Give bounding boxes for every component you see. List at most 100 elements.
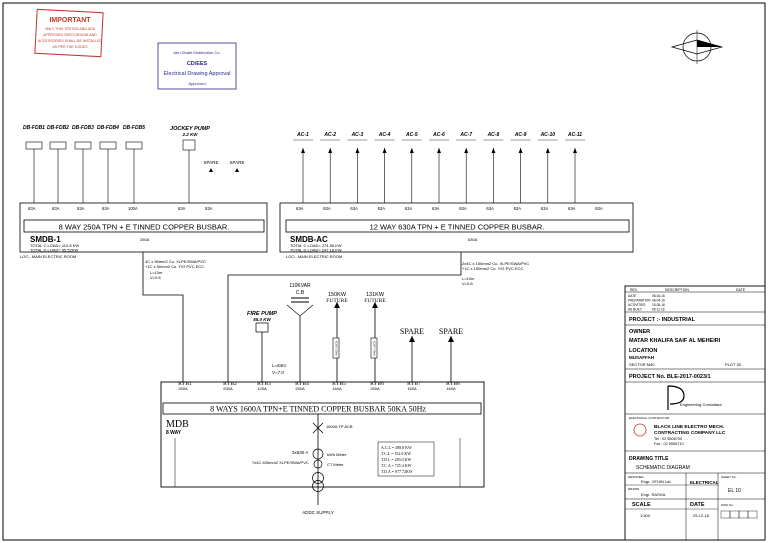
mdb-breaker-rating: 160A — [446, 386, 456, 391]
smdb1-spare-label: SPARE — [230, 160, 245, 165]
approval-stamp: Abu Dhabi Distribution Co. CD/EES Electr… — [157, 42, 237, 90]
pad-locks: PAD LOCK PAD LOCK — [332, 337, 378, 359]
smdb1-cable: 4C x 95mm2 Cu. XLPE/SWA/PVC — [145, 259, 206, 264]
smdbac-breaker-rating: 63A — [432, 206, 440, 211]
mdb-breaker-rating: 250A — [178, 386, 188, 391]
mdb-outgoing-circuits — [261, 302, 454, 382]
ac-arrow-icon — [518, 148, 523, 153]
db-icon — [99, 141, 117, 150]
mdb-breaker-rating: 250A — [295, 386, 305, 391]
smdb1-load1: TOTAL C.LOAD= 110.8 KW — [30, 243, 79, 248]
sub-main-feeders — [142, 252, 462, 382]
spare1-label: SPARE — [400, 327, 424, 336]
smdbac-cable-notes: 2x4C x 150mm2 Cu. XLPE/SWA/PVC +1C x 150… — [462, 261, 529, 286]
ac-feeder-label: AC-9 — [514, 132, 527, 138]
department: ELECTRICAL — [690, 480, 719, 485]
approval-code: CD/EES — [187, 61, 208, 67]
ac-feeder-label: AC-3 — [351, 132, 364, 138]
date-label: DATE — [690, 502, 705, 508]
kwh-meter-label: kWh Meter — [327, 452, 347, 457]
owner-label: OWNER — [629, 329, 650, 335]
mdb-circuit-ryb: RYB6 — [370, 381, 384, 387]
supply-label: ADDC SUPPLY — [302, 510, 333, 515]
scale-value: 1:500 — [640, 513, 651, 518]
smdbac-cable2: +1C x 150mm2 Cu. Y/G PVC.ECC. — [462, 266, 525, 271]
rev-col-date: DATE — [736, 288, 746, 292]
future2-label: FUTURE — [364, 298, 386, 304]
fire-pump-kw: 55.0 KW — [253, 317, 271, 322]
capacitor-bank: 110KVAR C.B — [286, 283, 314, 317]
spare-arrow-icon — [235, 168, 239, 172]
designed-value: Engr. JITHIN Lal. — [641, 479, 671, 484]
smdbac-length: L=10m — [462, 276, 475, 281]
mdb-breaker-rating: 160A — [332, 386, 342, 391]
mdb-breaker-rating: 160A — [407, 386, 417, 391]
ac-feeder-label: AC-6 — [432, 132, 445, 138]
ac-arrow-icon — [409, 148, 414, 153]
plot-value: PLOT 30 — [725, 362, 742, 367]
smdb1-spare-label: SPARE — [204, 160, 219, 165]
ac-feeder-label: AC-5 — [405, 132, 418, 138]
meta-key: DATE — [628, 294, 636, 298]
smdbac-breaker-rating: 63A — [378, 206, 386, 211]
db-icon — [25, 141, 43, 150]
transformer-icon — [312, 472, 324, 484]
mdb-breaker-rating: 630A — [223, 386, 233, 391]
future1-kw: 150KW — [328, 292, 347, 298]
smdb1-cable2: +1C x 50mm2 Cu. Y/G PVC.ECC. — [145, 264, 205, 269]
smdb1-breaker-rating: 63A — [205, 206, 213, 211]
smdb1-voltdrop: V=0.8 — [150, 275, 161, 280]
sheet-label: SHEET No. — [721, 475, 737, 479]
location-label: LOCATION — [629, 348, 657, 354]
smdbac-breaker-rating: 63A — [541, 206, 549, 211]
spare2-label: SPARE — [439, 327, 463, 336]
meta-key: ACTIVITIES — [628, 303, 645, 307]
location-value: MUSAFFAH — [629, 355, 654, 360]
project-label: PROJECT :- INDUSTRIAL — [629, 317, 696, 323]
mdb-load-line: A.C.L = 388.8 KW — [381, 445, 412, 450]
north-arrow-icon — [670, 30, 724, 64]
smdbac-breaker-rating: 63A — [323, 206, 331, 211]
ac-arrow-icon — [301, 148, 305, 153]
fire-pump-motor-icon — [255, 322, 269, 333]
smdb1-feeder-label: DB-FDB2 — [47, 125, 69, 131]
rev-col-desc: DESCRIPTION — [665, 288, 689, 292]
smdbac-breaker-rating: 63A — [595, 206, 603, 211]
db-icon — [49, 141, 67, 150]
smdb1-breaker-rating: 63A — [28, 206, 36, 211]
stamp-line-3: ACCESSORIES SHALL BE INSTALLED — [38, 39, 103, 43]
smdbac-load2: TOTAL D.LOAD= 247.18 KW — [290, 248, 342, 253]
smdb1-busbar — [23, 219, 265, 233]
stamp-line-4: AS PER THE CODES — [52, 45, 88, 49]
mdb-arrow-icon — [448, 336, 454, 342]
ac-arrow-icon — [328, 148, 333, 153]
mdb-name: MDB — [166, 419, 189, 430]
mdb-incomer: 1600A TP ACB — [326, 424, 353, 429]
ac-arrow-icon — [545, 148, 550, 153]
owner-name: MATAR KHALIFA SAIF AL MEHEIRI — [629, 338, 721, 344]
mdb-load-line: T.D.A = 977.72KW — [381, 469, 413, 474]
mdb-circuit-ryb: RYB5 — [332, 381, 346, 387]
ac-feeder-label: AC-11 — [567, 132, 582, 138]
sector-value: SECTOR M40 — [629, 362, 655, 367]
mdb-load-line: T.C.A = 725.4 KW — [381, 463, 412, 468]
smdbac-incomer: 630A — [468, 237, 478, 242]
mdb-circuit-ryb: RYB7 — [407, 381, 421, 387]
dwg-no-label: DWG No. — [721, 503, 734, 507]
smdbac-breaker-rating: 63A — [405, 206, 413, 211]
project-number: PROJECT No. BLE-2017-0023/1 — [629, 374, 711, 380]
fire-pump-voltdrop: V=7.0 — [272, 370, 284, 375]
fire-pump-length: L=64m — [272, 363, 286, 368]
contractor-name-2: CONTRACTING COMPANY LLC — [654, 430, 726, 436]
contractor-tel: Tel : 02 5506700 — [654, 437, 682, 441]
jockey-pump-rating: 2.2 KW — [181, 132, 198, 137]
meta-value: 05-11-16 — [652, 308, 665, 312]
drawing-title-label: DRAWING TITLE — [629, 456, 669, 462]
sheet-value: EL 10 — [728, 488, 741, 494]
designed-label: DESIGNED — [628, 475, 645, 479]
smdb1-length: L=10m — [150, 270, 163, 275]
